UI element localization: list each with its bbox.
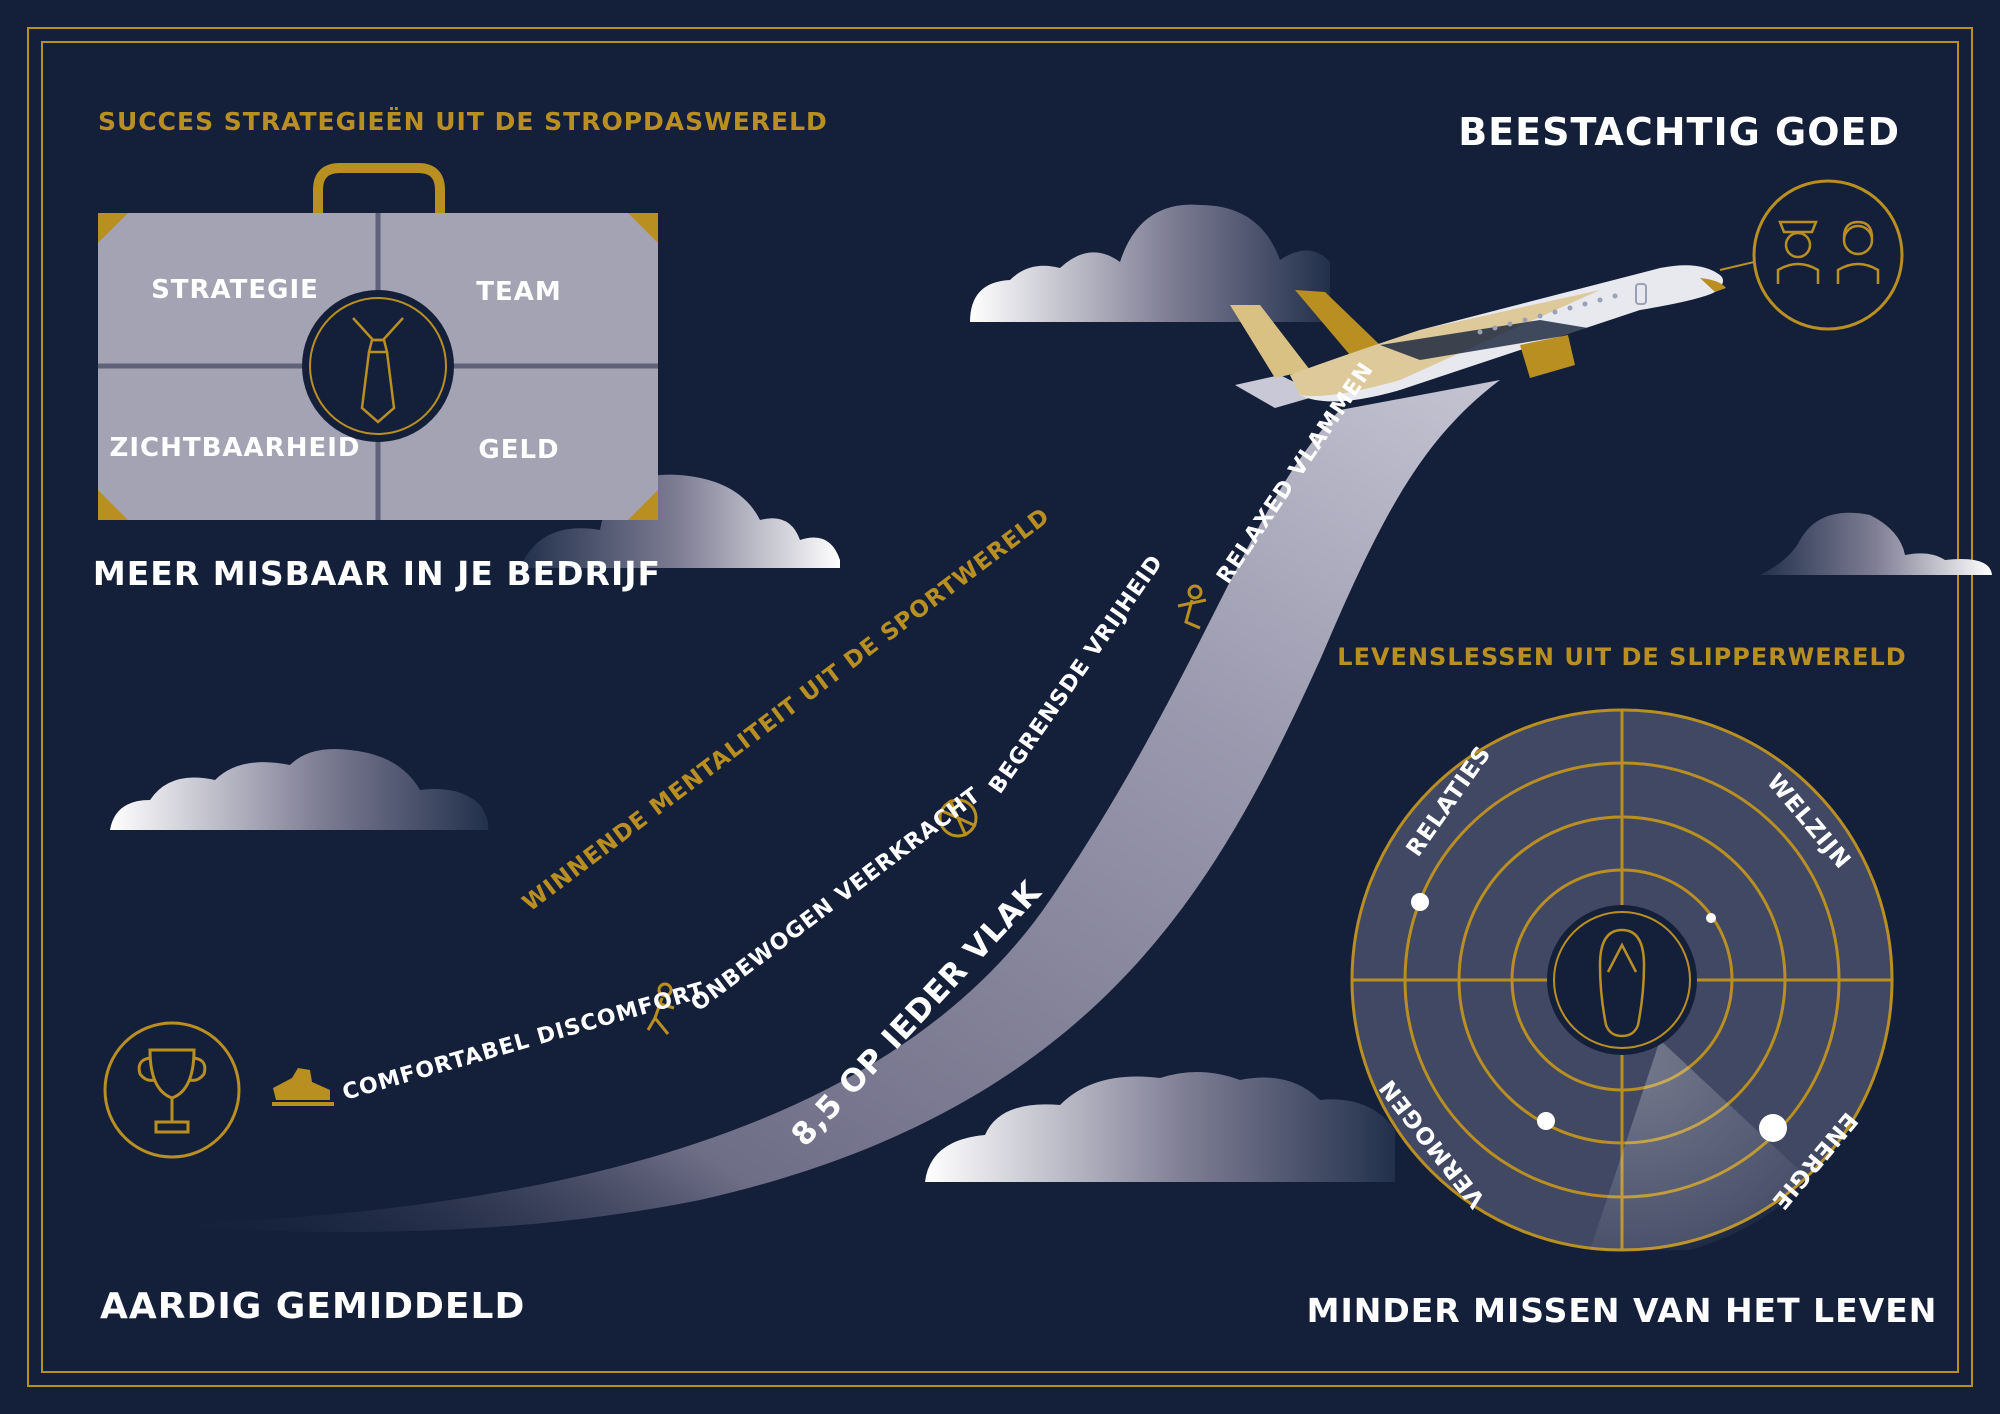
trail-item-comfortabel-discomfort: COMFORTABEL DISCOMFORT (340, 978, 708, 1106)
flipflop-icon (1598, 928, 1646, 1038)
cloud-top (970, 204, 1330, 322)
trophy-icon (103, 1021, 241, 1159)
caption-meer-misbaar: MEER MISBAAR IN JE BEDRIJF (93, 554, 661, 593)
cloud-left (110, 749, 489, 830)
fitness-icon (1177, 584, 1207, 630)
skate-icon (272, 1068, 334, 1106)
quadrant-strategie: STRATEGIE (151, 275, 319, 305)
flight-trail (150, 380, 1500, 1233)
runner-icon (646, 982, 675, 1035)
cloud-right (1760, 512, 1992, 575)
quadrant-geld: GELD (478, 435, 559, 465)
heading-slipperwereld: LEVENSLESSEN UIT DE SLIPPERWERELD (1337, 643, 1906, 671)
radar-point-energie (1759, 1114, 1787, 1142)
tie-icon (352, 317, 404, 424)
radar-point-welzijn (1706, 913, 1716, 923)
inner-frame (41, 41, 1959, 1373)
heading-stropdaswereld: SUCCES STRATEGIEËN UIT DE STROPDASWERELD (98, 106, 828, 136)
radar-point-vermogen (1537, 1112, 1555, 1130)
caption-minder-missen: MINDER MISSEN VAN HET LEVEN (1307, 1291, 1938, 1330)
radar-point-relaties (1411, 893, 1429, 911)
airplane (1230, 265, 1726, 408)
quadrant-team: TEAM (476, 277, 562, 307)
title-beestachtig-goed: BEESTACHTIG GOED (1458, 110, 1900, 154)
football-icon (938, 798, 978, 838)
cloud-bottom (925, 1071, 1395, 1182)
briefcase (98, 163, 658, 520)
quadrant-zichtbaarheid: ZICHTBAARHEID (110, 433, 361, 463)
title-aardig-gemiddeld: AARDIG GEMIDDELD (100, 1286, 525, 1327)
cloud-middle (520, 474, 840, 568)
outer-frame (27, 27, 1973, 1387)
radar (1350, 708, 1894, 1252)
pilots-icon (1719, 179, 1904, 331)
